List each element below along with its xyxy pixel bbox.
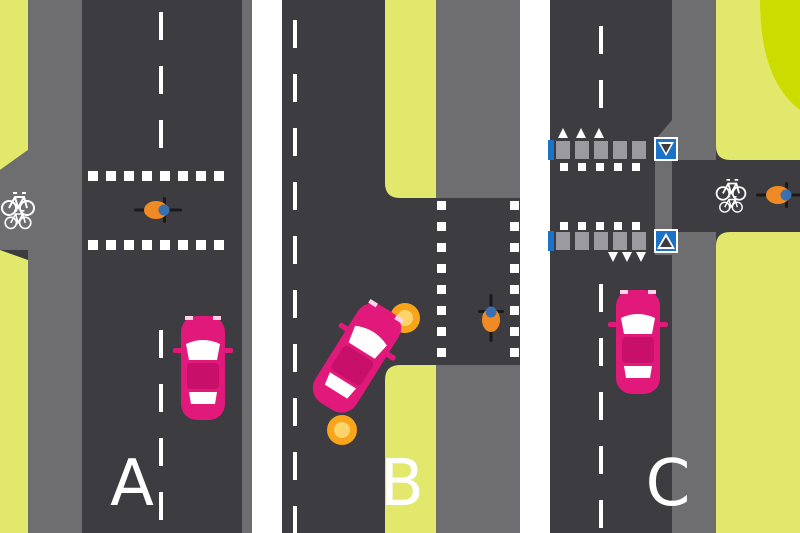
car-b [298, 292, 420, 445]
crossing-markings-a [88, 171, 224, 250]
panel-label-a: A [110, 447, 154, 521]
panel-a: A [0, 0, 252, 533]
panel-b: B [282, 0, 520, 533]
yield-sign-icon [654, 137, 678, 161]
pedestrian-crossing-sign-icon [654, 229, 678, 253]
car-c [608, 290, 668, 394]
panel-label-c: C [646, 447, 691, 521]
crossing-markings-c [558, 128, 646, 262]
lane-dashes-c [599, 26, 603, 528]
lane-dashes-b [293, 20, 297, 533]
panel-label-b: B [380, 447, 424, 521]
panel-c: C [548, 0, 800, 533]
car-a [173, 316, 233, 420]
lane-dashes-a [159, 12, 163, 520]
crossing-blocks-c [556, 141, 646, 250]
crossing-markings-b [437, 201, 519, 357]
